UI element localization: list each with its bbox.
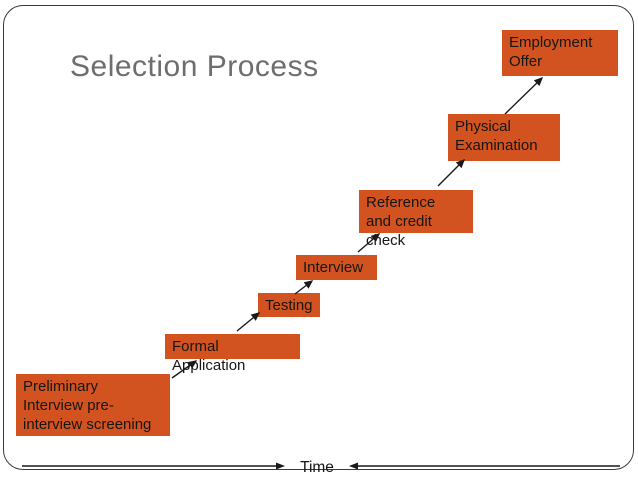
slide-frame-border [3,5,634,470]
step-label: Physical Examination [455,118,538,154]
step-box-reference-and-credit-check: Reference and credit check [359,190,473,249]
step-label: Testing [265,297,313,314]
step-label: Preliminary Interview pre- interview scr… [23,378,152,433]
step-box-interview: Interview [296,255,377,280]
step-label: Employment Offer [509,34,593,70]
step-box-formal-application: Formal Application [165,334,300,374]
step-label: Formal Application [172,338,246,374]
step-label: Interview [303,259,364,276]
time-axis-label: Time [300,459,334,476]
step-box-testing: Testing [258,293,320,317]
step-box-physical-examination: Physical Examination [448,114,560,161]
step-box-preliminary-interview-screening: Preliminary Interview pre- interview scr… [16,374,170,436]
step-box-employment-offer: Employment Offer [502,30,618,76]
step-label: Reference and credit check [366,194,436,249]
page-title: Selection Process [70,50,319,83]
